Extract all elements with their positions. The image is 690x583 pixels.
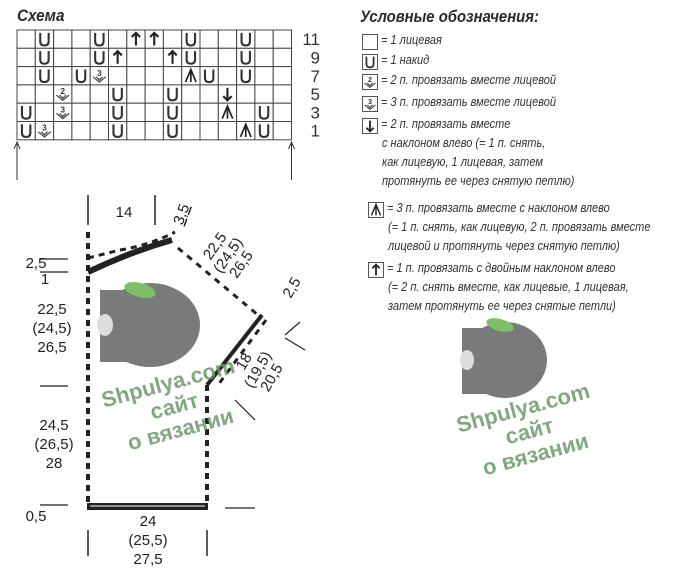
legend-text: протянуть ее через снятую петлю)	[382, 174, 575, 188]
armhole-label: 18	[233, 350, 256, 373]
legend-text: = 1 лицевая	[381, 33, 442, 47]
legend-text: (= 2 п. снять вместе, как лицевые, 1 лиц…	[388, 280, 629, 294]
top-band-label: 2,5	[26, 255, 47, 272]
upper-length-label: (24,5)	[32, 320, 71, 337]
lower-length-label: 24,5	[39, 417, 68, 434]
svg-text:3: 3	[368, 97, 372, 106]
legend-text: лицевой и протянуть через снятую петлю)	[388, 239, 620, 253]
chart-cell-U	[108, 84, 128, 104]
chart-cell-U	[34, 66, 55, 86]
chart-cell-blank	[272, 121, 293, 141]
bottom-band-label: 0,5	[26, 508, 47, 525]
legend-symbol-blank-icon	[362, 34, 378, 50]
neck-width-label: 14	[116, 204, 133, 221]
lower-length-label: 28	[46, 455, 63, 472]
legend-text: (= 1 п. снять, как лицевую, 2 п. провяза…	[388, 220, 651, 234]
chart-cell-up	[108, 47, 128, 68]
legend-text: = 1 накид	[381, 53, 430, 67]
repeat-arrow-icon	[288, 140, 295, 180]
svg-text:3: 3	[60, 104, 65, 114]
row-number: 3	[311, 103, 320, 122]
lower-length-label: (26,5)	[34, 436, 73, 453]
chart-cell-k2tog: 2	[53, 84, 73, 104]
shoulder-drop-label: 2,5	[280, 274, 305, 301]
legend-text: как лицевую, 1 лицевая, затем	[382, 155, 543, 169]
legend-symbol-sk2p-icon	[368, 202, 384, 218]
legend-symbol-k2tog-icon: 2	[362, 74, 378, 90]
legend-text: = 1 п. провязать с двойным наклоном влев…	[387, 261, 616, 275]
legend-text: с наклоном влево (= 1 п. снять,	[382, 136, 546, 150]
width-label: 24	[140, 513, 157, 530]
chart-cell-k3tog: 3	[34, 121, 55, 141]
legend-text: = 3 п. провязать вместе лицевой	[381, 95, 556, 109]
width-label: 27,5	[133, 551, 162, 568]
neck-depth-label: 3,5	[170, 202, 193, 227]
row-number: 11	[302, 30, 320, 49]
row-number: 7	[311, 67, 320, 86]
chart-cell-U	[108, 121, 128, 141]
spool-image-2	[460, 318, 547, 398]
legend-text: = 2 п. провязать вместе	[381, 117, 511, 131]
chart-title: Схема	[17, 6, 65, 25]
svg-text:2: 2	[368, 75, 372, 84]
legend-symbol-up-icon	[368, 262, 384, 278]
top-edge-label: 1	[41, 271, 49, 288]
legend-text: = 3 п. провязать вместе с наклоном влево	[387, 201, 610, 215]
upper-length-label: 26,5	[37, 339, 66, 356]
chart-cell-U	[181, 29, 201, 49]
legend-text: = 2 п. провязать вместе лицевой	[381, 73, 556, 87]
spool-image	[97, 282, 200, 367]
width-label: (25,5)	[128, 532, 167, 549]
upper-length-label: 22,5	[37, 301, 66, 318]
legend-symbol-ssk-icon	[362, 118, 378, 134]
legend-symbol-k3tog-icon: 3	[362, 96, 378, 112]
chart-cell-U	[34, 29, 55, 49]
svg-text:2: 2	[60, 86, 65, 96]
repeat-arrow-icon	[13, 140, 21, 180]
svg-text:3: 3	[42, 123, 47, 133]
chart-cell-ssk	[217, 84, 238, 104]
row-number: 5	[311, 85, 320, 104]
legend-title: Условные обозначения:	[360, 8, 539, 26]
legend-text: затем протянуть ее через снятые петли)	[388, 299, 616, 313]
chart-cell-k3tog: 3	[53, 102, 73, 122]
svg-text:3: 3	[97, 68, 102, 78]
chart-cell-U	[34, 47, 55, 68]
row-number: 1	[311, 122, 320, 141]
schematic-outline	[40, 195, 306, 556]
row-number: 9	[311, 48, 320, 67]
legend-symbol-U-icon	[362, 54, 378, 70]
